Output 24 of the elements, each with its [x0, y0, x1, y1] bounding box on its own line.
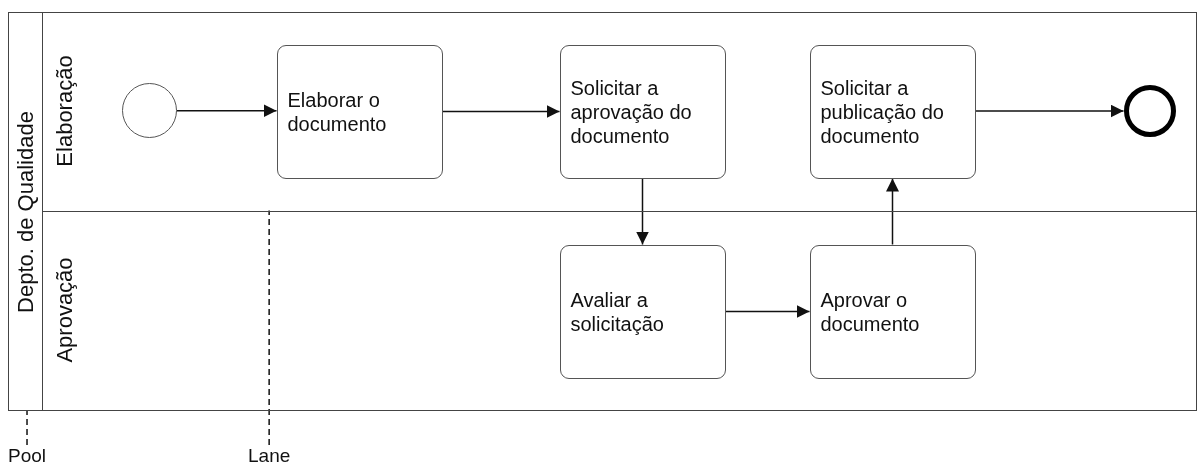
lane-label: Elaboração [51, 55, 78, 167]
annotation-label: Lane [248, 445, 291, 467]
task-label: Solicitar a publicação do documento [820, 75, 945, 148]
pool-label: Depto. de Qualidade [13, 110, 39, 313]
lane-label: Aprovação [51, 257, 78, 363]
task-box [559, 244, 726, 379]
pool-box [8, 12, 1197, 411]
task-box [809, 244, 976, 379]
leader-line [26, 410, 28, 446]
sequence-flow-arrow [441, 105, 561, 118]
task-box [276, 44, 443, 179]
sequence-flow-arrow [636, 177, 649, 246]
sequence-flow-arrow [886, 177, 899, 246]
task-label: Aprovar o documento [820, 287, 921, 336]
task-label: Elaborar o documento [287, 87, 388, 136]
leader-line [268, 209, 270, 446]
sequence-flow-arrow [175, 104, 278, 118]
task-box [809, 44, 976, 179]
task-box [559, 44, 726, 179]
sequence-flow-arrow [974, 104, 1125, 118]
task-label: Solicitar a aprovação do documento [570, 75, 693, 148]
sequence-flow-arrow [724, 305, 811, 318]
task-label: Avaliar a solicitação [570, 287, 665, 336]
annotation-label: Pool [8, 445, 47, 467]
